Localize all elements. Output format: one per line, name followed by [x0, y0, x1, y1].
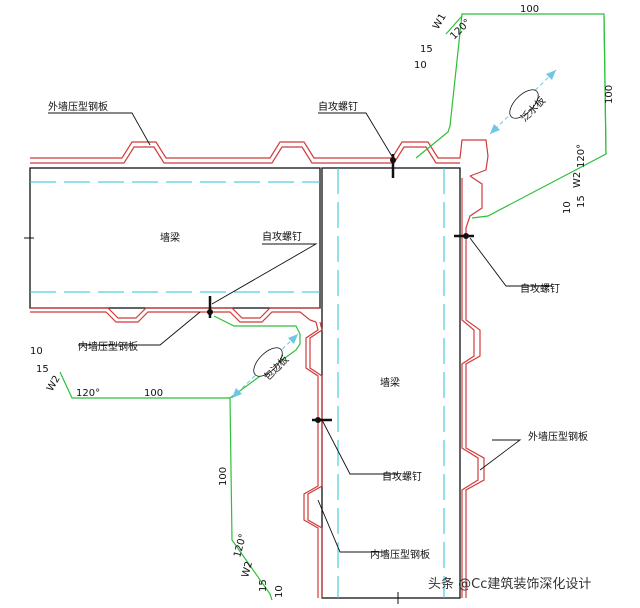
screw-right-icon	[454, 233, 474, 239]
dim-w2b-15: 15	[258, 579, 269, 592]
label-screw-bottom: 自攻螺钉	[382, 470, 422, 483]
inner-trim-flashing	[59, 315, 301, 601]
outer-steel-panel-top	[30, 139, 489, 177]
label-outer-panel-top: 外墙压型钢板	[48, 100, 108, 113]
dim-w2r-label: W2	[572, 172, 583, 188]
dim-w1-top-length: 100	[520, 4, 539, 15]
dim-w2r-10: 10	[562, 201, 573, 214]
label-inner-panel-left: 内墙压型钢板	[78, 340, 138, 353]
dim-w2b-label: W2	[240, 560, 255, 579]
label-inner-panel-bottom: 内墙压型钢板	[370, 548, 430, 561]
screw-mid-icon	[207, 296, 213, 318]
dim-w1-label: W1	[431, 12, 449, 32]
dim-w2b-length: 100	[218, 467, 229, 486]
inner-steel-panel	[30, 307, 323, 598]
leader-lines	[48, 112, 552, 553]
label-screw-top: 自攻螺钉	[318, 100, 358, 113]
flashing-inner-arrow	[231, 333, 299, 399]
dim-w2l-length: 100	[144, 388, 163, 399]
dim-w2r-angle: 120°	[576, 144, 587, 168]
dim-w2b-angle: 120°	[232, 533, 249, 559]
label-screw-right: 自攻螺钉	[520, 282, 560, 295]
flashing-w1	[415, 13, 607, 219]
flashing-w2-right	[603, 15, 607, 155]
watermark: 头条 @Cc建筑装饰深化设计	[428, 576, 591, 592]
label-outer-panel-right: 外墙压型钢板	[528, 430, 588, 443]
outer-steel-panel-right	[461, 175, 485, 598]
dim-w2r-15: 15	[576, 195, 587, 208]
dim-w1-angle: 120°	[448, 17, 473, 42]
dim-w2l-10: 10	[30, 346, 43, 357]
dim-w1-15: 15	[420, 44, 433, 55]
dim-w2b-10: 10	[274, 585, 285, 598]
dim-w2l-angle: 120°	[76, 388, 100, 399]
label-beam-vertical: 墙梁	[380, 376, 400, 389]
label-beam-horizontal: 墙梁	[160, 231, 180, 244]
dim-w1-10: 10	[414, 60, 427, 71]
dim-w2l-label: W2	[45, 374, 63, 394]
label-screw-mid: 自攻螺钉	[262, 230, 302, 243]
flashing-outer-arrow	[489, 69, 557, 135]
dim-w2l-15: 15	[36, 364, 49, 375]
dim-w2r-length: 100	[604, 85, 615, 104]
